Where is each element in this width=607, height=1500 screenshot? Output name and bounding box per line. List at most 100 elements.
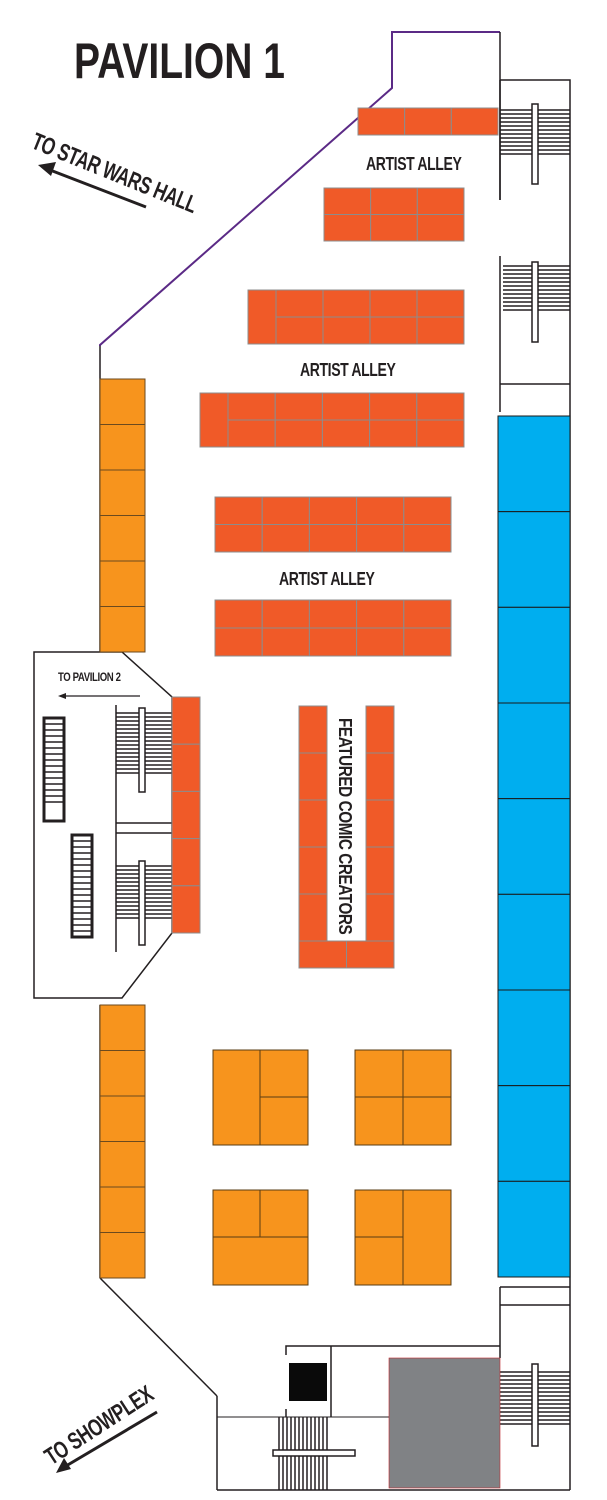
artist-alley-row-4-booth[interactable]	[416, 392, 465, 421]
artist-alley-row-3-booth[interactable]	[416, 289, 465, 318]
artist-alley-row-6-booth[interactable]	[403, 599, 452, 629]
artist-alley-row-5-booth[interactable]	[403, 524, 452, 553]
artist-alley-row-4-booth[interactable]	[321, 392, 371, 421]
artist-alley-row-3-booth[interactable]	[275, 289, 324, 318]
blue-booths-right-booth[interactable]	[497, 798, 571, 895]
blue-booths-right-booth[interactable]	[497, 511, 571, 608]
artist-alley-row-4-booth[interactable]	[227, 419, 276, 448]
exhibitor-left-upper-booth[interactable]	[99, 469, 146, 516]
artist-alley-row-5-booth[interactable]	[356, 496, 405, 525]
blue-booths-right-booth[interactable]	[497, 893, 571, 991]
featured-right-column-booth[interactable]	[365, 846, 395, 895]
artist-alley-row-5-booth[interactable]	[308, 496, 358, 525]
pavilion2-stair-booths-booth[interactable]	[171, 696, 201, 745]
pavilion2-stair-booths-booth[interactable]	[171, 743, 201, 792]
exhibitor-left-lower-booth[interactable]	[99, 1095, 146, 1142]
exhibitor-left-lower-booth[interactable]	[99, 1004, 146, 1051]
artist-alley-row-5-booth[interactable]	[308, 524, 358, 553]
island-d-booth[interactable]	[354, 1236, 404, 1286]
exhibitor-left-upper-booth[interactable]	[99, 515, 146, 562]
artist-alley-row-6-booth[interactable]	[356, 627, 405, 657]
artist-alley-row-6-booth[interactable]	[261, 599, 310, 629]
artist-alley-row-6-booth[interactable]	[261, 627, 310, 657]
artist-alley-row-2-booth[interactable]	[416, 187, 465, 215]
artist-alley-row-2-booth[interactable]	[370, 214, 418, 242]
exhibitor-left-upper-booth[interactable]	[99, 560, 146, 607]
featured-left-column-booth[interactable]	[298, 705, 328, 754]
featured-right-column-booth[interactable]	[365, 705, 395, 754]
artist-alley-row-4-booth[interactable]	[369, 392, 418, 421]
island-b-booth[interactable]	[402, 1049, 452, 1098]
artist-alley-row-3-booth[interactable]	[369, 289, 418, 318]
blue-booths-right-booth[interactable]	[497, 1085, 571, 1182]
artist-alley-row-5-booth[interactable]	[356, 524, 405, 553]
artist-alley-row-1-booth[interactable]	[357, 107, 406, 136]
island-b-booth[interactable]	[354, 1096, 404, 1146]
island-a-booth[interactable]	[259, 1096, 309, 1146]
exhibitor-left-lower-booth[interactable]	[99, 1232, 146, 1279]
artist-alley-row-6-booth[interactable]	[308, 627, 358, 657]
featured-right-column-booth[interactable]	[365, 752, 395, 801]
featured-left-column-booth[interactable]	[298, 799, 328, 848]
pavilion2-stair-booths-booth[interactable]	[171, 790, 201, 840]
artist-alley-row-3-booth[interactable]	[275, 316, 324, 345]
artist-alley-row-4-booth[interactable]	[199, 392, 229, 448]
artist-alley-row-3-booth[interactable]	[322, 289, 371, 318]
exhibitor-left-lower-booth[interactable]	[99, 1050, 146, 1097]
island-c-booth[interactable]	[212, 1189, 261, 1238]
featured-right-column-booth[interactable]	[365, 799, 395, 848]
exhibitor-left-upper-booth[interactable]	[99, 378, 146, 425]
island-c-booth[interactable]	[212, 1236, 309, 1286]
featured-left-column-booth[interactable]	[298, 893, 328, 942]
artist-alley-row-1-booth[interactable]	[404, 107, 452, 136]
island-d-booth[interactable]	[354, 1189, 404, 1238]
featured-left-column-booth[interactable]	[298, 846, 328, 895]
artist-alley-row-4-booth[interactable]	[227, 392, 276, 421]
exhibitor-left-upper-booth[interactable]	[99, 424, 146, 471]
artist-alley-row-2-booth[interactable]	[416, 214, 465, 242]
artist-alley-row-2-booth[interactable]	[323, 187, 372, 215]
island-c-booth[interactable]	[259, 1189, 309, 1238]
artist-alley-row-2-booth[interactable]	[323, 214, 372, 242]
artist-alley-row-5-booth[interactable]	[214, 496, 263, 525]
artist-alley-row-3-booth[interactable]	[322, 316, 371, 345]
artist-alley-row-6-booth[interactable]	[308, 599, 358, 629]
exhibitor-left-upper-booth[interactable]	[99, 606, 146, 653]
artist-alley-row-3-booth[interactable]	[369, 316, 418, 345]
pavilion2-stair-booths-booth[interactable]	[171, 885, 201, 934]
blue-booths-right-booth[interactable]	[497, 415, 571, 513]
artist-alley-row-4-booth[interactable]	[321, 419, 371, 448]
blue-booths-right-booth[interactable]	[497, 606, 571, 704]
featured-bottom-booth[interactable]	[298, 940, 347, 969]
exhibitor-left-lower-booth[interactable]	[99, 1141, 146, 1188]
artist-alley-row-5-booth[interactable]	[261, 524, 310, 553]
artist-alley-row-4-booth[interactable]	[274, 419, 323, 448]
featured-right-column-booth[interactable]	[365, 893, 395, 942]
artist-alley-row-5-booth[interactable]	[214, 524, 263, 553]
artist-alley-row-3-booth[interactable]	[416, 316, 465, 345]
artist-alley-row-4-booth[interactable]	[416, 419, 465, 448]
island-a-booth[interactable]	[212, 1049, 261, 1146]
blue-booths-right-booth[interactable]	[497, 1180, 571, 1278]
blue-booths-right-booth[interactable]	[497, 989, 571, 1087]
artist-alley-row-6-booth[interactable]	[356, 599, 405, 629]
artist-alley-row-4-booth[interactable]	[274, 392, 323, 421]
island-a-booth[interactable]	[259, 1049, 309, 1098]
artist-alley-row-6-booth[interactable]	[214, 599, 263, 629]
island-b-booth[interactable]	[402, 1096, 452, 1146]
artist-alley-row-3-booth[interactable]	[247, 289, 277, 345]
artist-alley-row-5-booth[interactable]	[261, 496, 310, 525]
island-b-booth[interactable]	[354, 1049, 404, 1098]
featured-bottom-booth[interactable]	[346, 940, 395, 969]
exhibitor-left-lower-booth[interactable]	[99, 1186, 146, 1233]
artist-alley-row-1-booth[interactable]	[450, 107, 499, 136]
pavilion2-stair-booths-booth[interactable]	[171, 838, 201, 887]
featured-left-column-booth[interactable]	[298, 752, 328, 801]
island-d-booth[interactable]	[402, 1189, 452, 1286]
artist-alley-row-4-booth[interactable]	[369, 419, 418, 448]
blue-booths-right-booth[interactable]	[497, 702, 571, 800]
artist-alley-row-6-booth[interactable]	[214, 627, 263, 657]
artist-alley-row-6-booth[interactable]	[403, 627, 452, 657]
artist-alley-row-2-booth[interactable]	[370, 187, 418, 215]
artist-alley-row-5-booth[interactable]	[403, 496, 452, 525]
